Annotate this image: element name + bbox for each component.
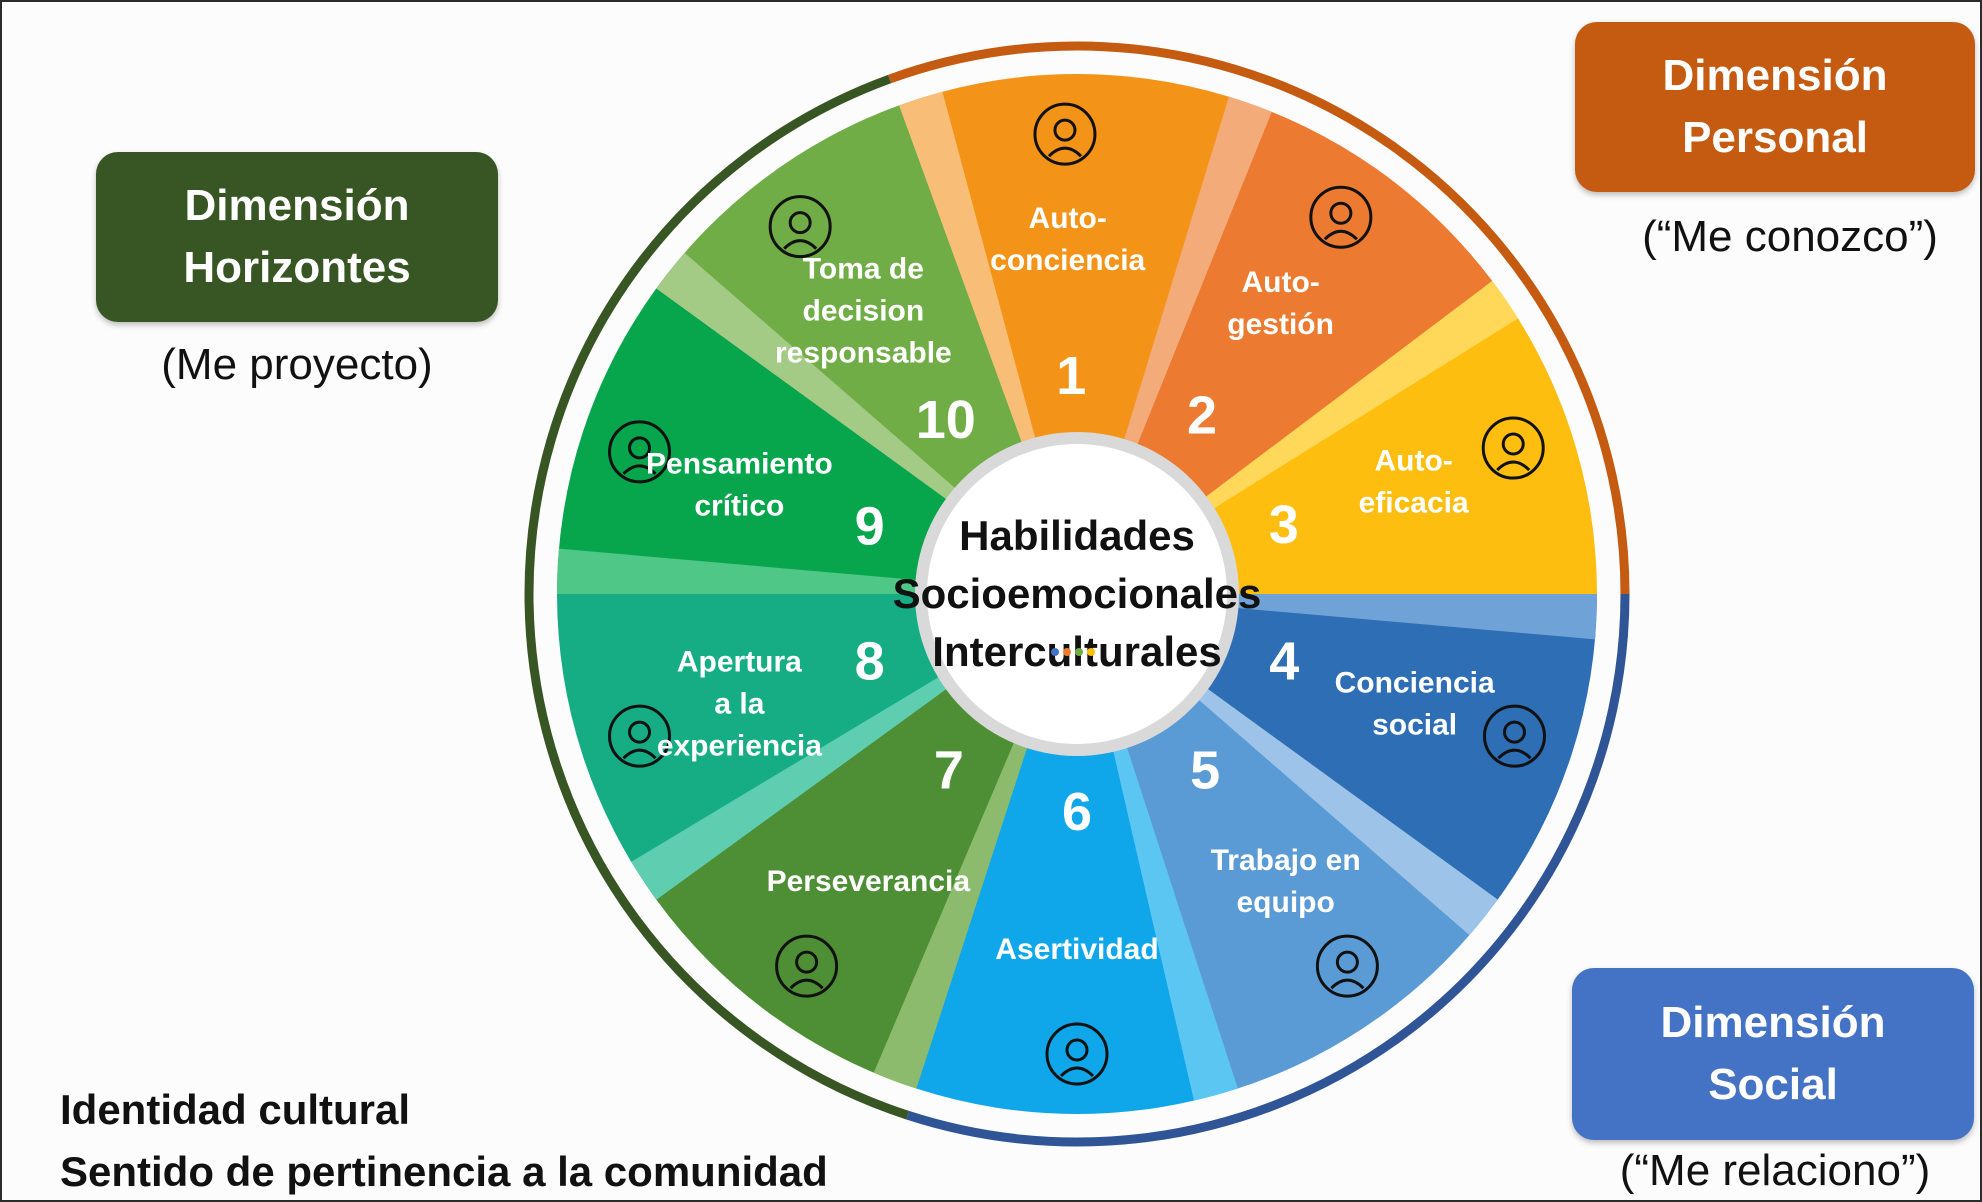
dimension-horizontes-line-2: Horizontes: [183, 243, 411, 292]
dimension-personal-box: Dimensión Personal: [1575, 22, 1975, 192]
segment-number-8: 8: [855, 631, 885, 691]
people-accessibility-icon: [1482, 704, 1546, 768]
segment-number-7: 7: [934, 740, 964, 800]
dimension-personal-subtitle: (“Me conozco”): [1642, 212, 1938, 261]
footer-identity: Identidad cultural: [60, 1086, 411, 1133]
trees-path-icon: [608, 704, 672, 768]
segment-number-10: 10: [916, 390, 976, 450]
segment-number-1: 1: [1056, 346, 1086, 406]
segment-divider-2: [1123, 96, 1272, 448]
center-title-line-2: Socioemocionales: [893, 570, 1262, 617]
network-people-icon: [1315, 934, 1379, 998]
segment-label-7-line-1: Perseverancia: [767, 865, 971, 898]
segment-label-8-line-3: experiencia: [657, 730, 822, 763]
dimension-social-subtitle: (“Me relaciono”): [1619, 1146, 1931, 1195]
center-title-line-1: Habilidades: [959, 512, 1195, 559]
segment-divider-3: [1203, 281, 1518, 511]
segment-label-10-line-1: Toma de: [803, 252, 924, 285]
segment-number-6: 6: [1062, 782, 1092, 842]
segment-label-8-line-2: a la: [714, 688, 764, 721]
segment-label-1-line-2: conciencia: [990, 244, 1145, 277]
segment-divider-5: [1196, 686, 1498, 936]
dimension-social-line-2: Social: [1708, 1060, 1838, 1109]
segment-label-2-line-2: gestión: [1227, 308, 1334, 341]
segment-divider-7: [873, 739, 1029, 1089]
segment-number-5: 5: [1190, 740, 1220, 800]
segment-label-8-line-1: Apertura: [677, 646, 802, 679]
segment-number-3: 3: [1269, 495, 1299, 555]
segment-4: [1198, 594, 1597, 900]
segment-label-9-line-1: Pensamiento: [646, 447, 833, 480]
segment-6: [916, 736, 1238, 1114]
segment-1: [899, 74, 1230, 454]
segment-label-3-line-2: eficacia: [1359, 486, 1469, 519]
segment-divider-10: [656, 252, 958, 502]
center-dots: [1051, 648, 1095, 656]
dimension-horizontes-subtitle: (Me proyecto): [161, 340, 433, 389]
segment-label-4-line-1: Conciencia: [1335, 667, 1495, 700]
social-dimension-arc: [906, 593, 1630, 1147]
puzzle-head-icon: [1481, 416, 1545, 480]
segment-10: [656, 105, 1026, 506]
dimension-personal-line-2: Personal: [1682, 113, 1868, 162]
segment-number-2: 2: [1187, 385, 1217, 445]
dimension-horizontes-box: Dimensión Horizontes: [96, 152, 498, 322]
segment-9: [557, 288, 956, 594]
hand-touch-icon: [768, 195, 832, 259]
segment-label-10-line-3: responsable: [775, 336, 952, 369]
segment-label-5-line-2: equipo: [1236, 886, 1334, 919]
segment-label-10-line-2: decision: [803, 294, 925, 327]
segment-label-4-line-2: social: [1372, 709, 1457, 742]
climber-icon: [775, 934, 839, 998]
personal-dimension-arc: [888, 41, 1630, 595]
segment-label-1-line-1: Auto-: [1029, 202, 1107, 235]
segment-divider-8: [631, 675, 950, 900]
dimension-personal-line-1: Dimensión: [1662, 51, 1888, 100]
target-arrow-icon: [1045, 1022, 1109, 1086]
segment-label-6-line-1: Asertividad: [995, 933, 1158, 966]
segment-5: [1123, 682, 1498, 1089]
segment-divider-1: [899, 91, 1037, 446]
center-disc: [927, 444, 1227, 744]
segment-number-9: 9: [855, 497, 885, 557]
segment-divider-9: [557, 548, 920, 594]
segment-8: [557, 594, 956, 900]
segment-number-4: 4: [1269, 631, 1299, 691]
dimension-social-box: Dimensión Social: [1572, 968, 1974, 1140]
horizontes-dimension-arc: [524, 74, 910, 1120]
segment-label-3-line-1: Auto-: [1375, 444, 1453, 477]
dimension-social-line-1: Dimensión: [1660, 998, 1886, 1047]
brain-head-icon: [1309, 185, 1373, 249]
segment-label-2-line-1: Auto-: [1241, 266, 1319, 299]
footer-belonging: Sentido de pertinencia a la comunidad: [60, 1148, 828, 1195]
segment-divider-4: [1234, 594, 1597, 640]
dimension-horizontes-line-1: Dimensión: [184, 181, 410, 230]
gear-head-icon: [608, 420, 672, 484]
segment-3: [1196, 281, 1597, 594]
two-heads-profile-icon: [1033, 102, 1097, 166]
segment-divider-6: [1112, 744, 1238, 1101]
segment-label-5-line-1: Trabajo en: [1211, 844, 1361, 877]
segment-label-9-line-2: crítico: [694, 489, 784, 522]
